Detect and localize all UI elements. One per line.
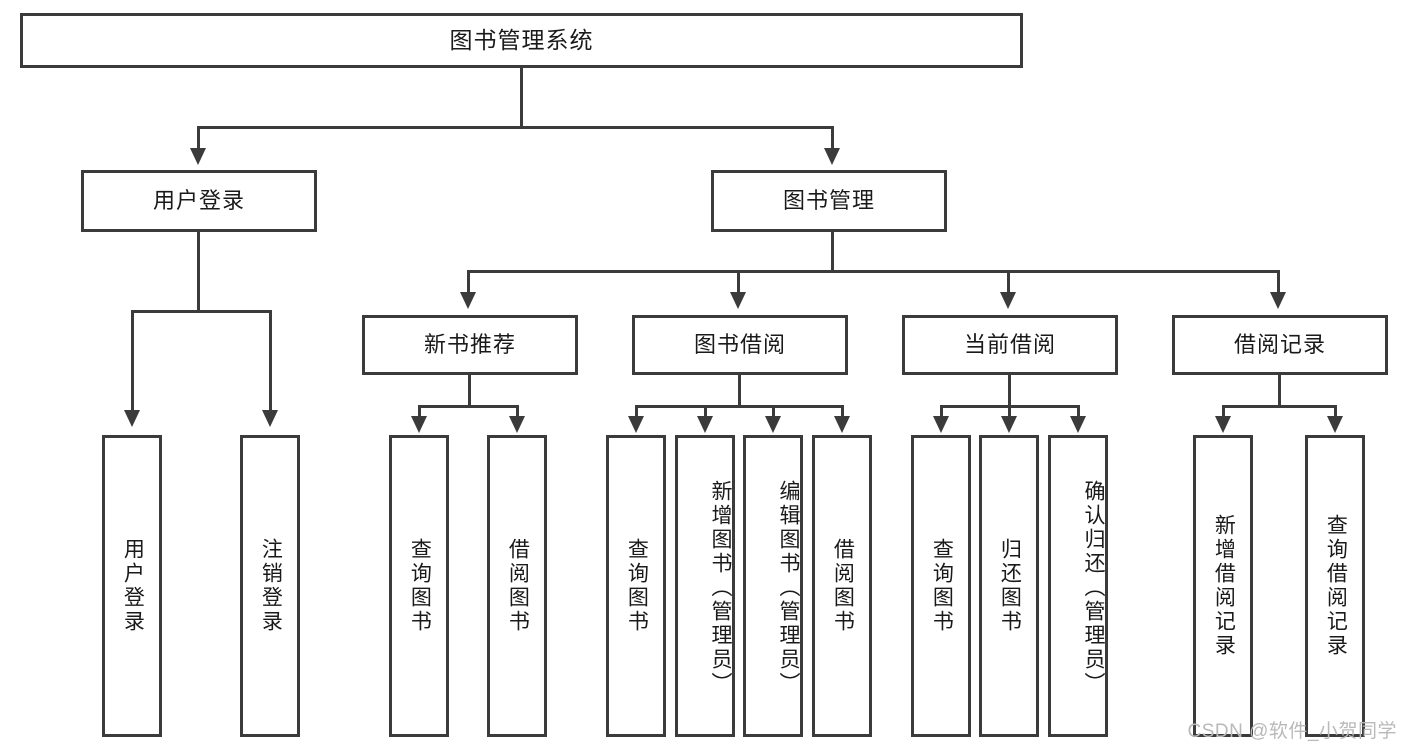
connector-user-login-bus: [131, 310, 269, 313]
arrowhead-leaf-query-book-1: [411, 416, 427, 433]
connector-book-borrow-stem: [738, 375, 741, 405]
leaf-query-borrow-record[interactable]: 查询借阅记录: [1305, 435, 1365, 737]
connector-to-borrow-record: [1277, 270, 1280, 292]
arrowhead-book-borrow: [730, 292, 746, 309]
arrowhead-leaf-borrow-book-1: [509, 416, 525, 433]
leaf-query-book-borrow[interactable]: 查询图书: [606, 435, 666, 737]
connector-borrow-record-stem: [1278, 375, 1281, 405]
leaf-edit-book-admin[interactable]: 编辑图书（管理员）: [743, 435, 803, 737]
connector-new-book-rec-stem: [468, 375, 471, 405]
connector-br-to-leaf-2: [1334, 405, 1337, 418]
leaf-user-login[interactable]: 用户登录: [102, 435, 162, 737]
connector-current-borrow-stem: [1008, 375, 1011, 405]
arrowhead-leaf-edit-book: [765, 416, 781, 433]
connector-book-manage-bus: [467, 270, 1279, 273]
connector-book-manage-stem: [831, 232, 834, 270]
connector-cb-to-leaf-1: [940, 405, 943, 418]
leaf-borrow-book[interactable]: 借阅图书: [812, 435, 872, 737]
connector-to-new-book-rec: [467, 270, 470, 292]
connector-bb-to-leaf-2: [704, 405, 707, 418]
connector-root-stem: [520, 68, 523, 126]
arrowhead-leaf-query-book-3: [933, 416, 949, 433]
arrowhead-current-borrow: [1000, 292, 1016, 309]
node-book-borrow[interactable]: 图书借阅: [632, 315, 848, 375]
arrowhead-leaf-logout: [262, 410, 278, 427]
leaf-return-book[interactable]: 归还图书: [979, 435, 1039, 737]
connector-user-login-stem: [197, 232, 200, 310]
watermark-text: CSDN @软件_小贺同学: [1187, 721, 1397, 742]
node-new-book-recommend[interactable]: 新书推荐: [362, 315, 578, 375]
arrowhead-leaf-return-book: [1001, 416, 1017, 433]
arrowhead-leaf-user-login: [124, 410, 140, 427]
leaf-add-borrow-record[interactable]: 新增借阅记录: [1193, 435, 1253, 737]
connector-bb-to-leaf-1: [635, 405, 638, 418]
connector-root-bus: [197, 126, 834, 129]
connector-root-to-user-login: [197, 126, 200, 148]
leaf-query-book-recommend[interactable]: 查询图书: [389, 435, 449, 737]
node-user-login[interactable]: 用户登录: [81, 170, 317, 232]
connector-bb-to-leaf-4: [841, 405, 844, 418]
connector-borrow-record-bus: [1222, 405, 1337, 408]
arrowhead-leaf-add-record: [1215, 416, 1231, 433]
node-current-borrow[interactable]: 当前借阅: [902, 315, 1118, 375]
arrowhead-borrow-record: [1270, 292, 1286, 309]
connector-book-borrow-bus: [635, 405, 844, 408]
connector-user-login-to-leaf-2: [269, 310, 272, 410]
connector-cb-to-leaf-2: [1008, 405, 1011, 418]
arrowhead-user-login: [190, 148, 206, 165]
connector-cb-to-leaf-3: [1077, 405, 1080, 418]
connector-new-book-rec-bus: [418, 405, 519, 408]
connector-user-login-to-leaf-1: [131, 310, 134, 410]
leaf-confirm-return-admin[interactable]: 确认归还（管理员）: [1048, 435, 1108, 737]
connector-nbr-to-leaf-2: [516, 405, 519, 418]
leaf-logout[interactable]: 注销登录: [240, 435, 300, 737]
leaf-add-book-admin[interactable]: 新增图书（管理员）: [675, 435, 735, 737]
node-borrow-record[interactable]: 借阅记录: [1172, 315, 1388, 375]
arrowhead-book-manage: [824, 148, 840, 165]
arrowhead-leaf-confirm-return: [1070, 416, 1086, 433]
arrowhead-leaf-query-book-2: [628, 416, 644, 433]
leaf-borrow-book-recommend[interactable]: 借阅图书: [487, 435, 547, 737]
connector-nbr-to-leaf-1: [418, 405, 421, 418]
connector-to-current-borrow: [1007, 270, 1010, 292]
leaf-query-book-current[interactable]: 查询图书: [911, 435, 971, 737]
connector-root-to-book-manage: [831, 126, 834, 148]
arrowhead-new-book-rec: [460, 292, 476, 309]
connector-bb-to-leaf-3: [772, 405, 775, 418]
arrowhead-leaf-add-book: [697, 416, 713, 433]
connector-br-to-leaf-1: [1222, 405, 1225, 418]
arrowhead-leaf-query-record: [1327, 416, 1343, 433]
arrowhead-leaf-borrow-book-2: [834, 416, 850, 433]
connector-to-book-borrow: [737, 270, 740, 292]
node-book-management[interactable]: 图书管理: [711, 170, 947, 232]
node-root-system[interactable]: 图书管理系统: [20, 13, 1023, 68]
